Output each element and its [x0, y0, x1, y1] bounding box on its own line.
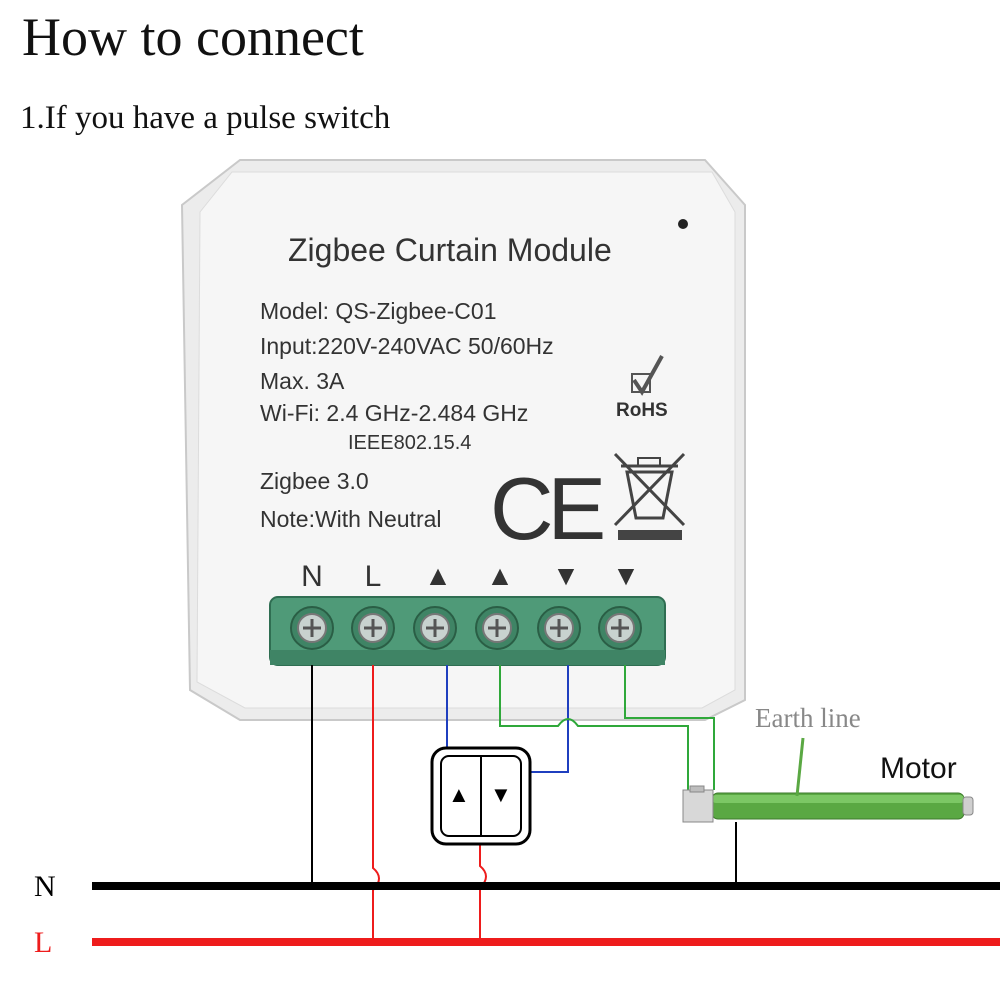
terminal-label-up-2: ▲ — [486, 560, 514, 591]
terminal-label-l: L — [364, 560, 382, 593]
section-subtitle: 1.If you have a pulse switch — [20, 100, 391, 136]
switch-up-symbol: ▲ — [448, 782, 470, 807]
earth-line-label: Earth line — [755, 703, 861, 733]
terminal-label-n: N — [301, 560, 323, 593]
terminal-label-down-2: ▼ — [612, 560, 640, 591]
motor-label: Motor — [880, 752, 957, 785]
screw-icon — [475, 606, 519, 650]
page-title: How to connect — [22, 7, 364, 67]
led-indicator — [678, 219, 688, 229]
switch-live-wire — [479, 844, 487, 942]
screw-icon — [413, 606, 457, 650]
module-name: Zigbee Curtain Module — [288, 232, 612, 268]
spec-input: Input:220V-240VAC 50/60Hz — [260, 333, 554, 359]
ce-mark-icon: CE — [490, 459, 606, 558]
pulse-switch — [430, 746, 532, 846]
check-mark-icon — [631, 355, 664, 396]
earth-line-pointer — [795, 737, 805, 797]
switch-down-symbol: ▼ — [490, 782, 512, 807]
spec-wifi: Wi-Fi: 2.4 GHz-2.484 GHz — [260, 400, 529, 426]
spec-model: Model: QS-Zigbee-C01 — [260, 298, 497, 324]
module-body — [180, 159, 746, 721]
spec-note: Note:With Neutral — [260, 506, 442, 532]
screw-icon — [537, 606, 581, 650]
motor-wire-1 — [499, 665, 689, 790]
spec-zigbee: Zigbee 3.0 — [260, 468, 369, 494]
neutral-line-label: N — [34, 870, 56, 903]
up-wire-right — [533, 665, 569, 773]
spec-ieee: IEEE802.15.4 — [348, 432, 472, 454]
terminal-label-down-1: ▼ — [552, 560, 580, 591]
crossed-bin-icon — [613, 452, 686, 540]
terminal-label-up-1: ▲ — [424, 560, 452, 591]
screw-icon — [290, 606, 334, 650]
screw-icon — [351, 606, 395, 650]
rohs-label: RoHS — [616, 400, 668, 421]
spec-max: Max. 3A — [260, 368, 345, 394]
screw-icon — [598, 606, 642, 650]
motor — [682, 785, 974, 823]
live-line-label: L — [34, 926, 53, 959]
motor-wire-2 — [624, 665, 715, 790]
